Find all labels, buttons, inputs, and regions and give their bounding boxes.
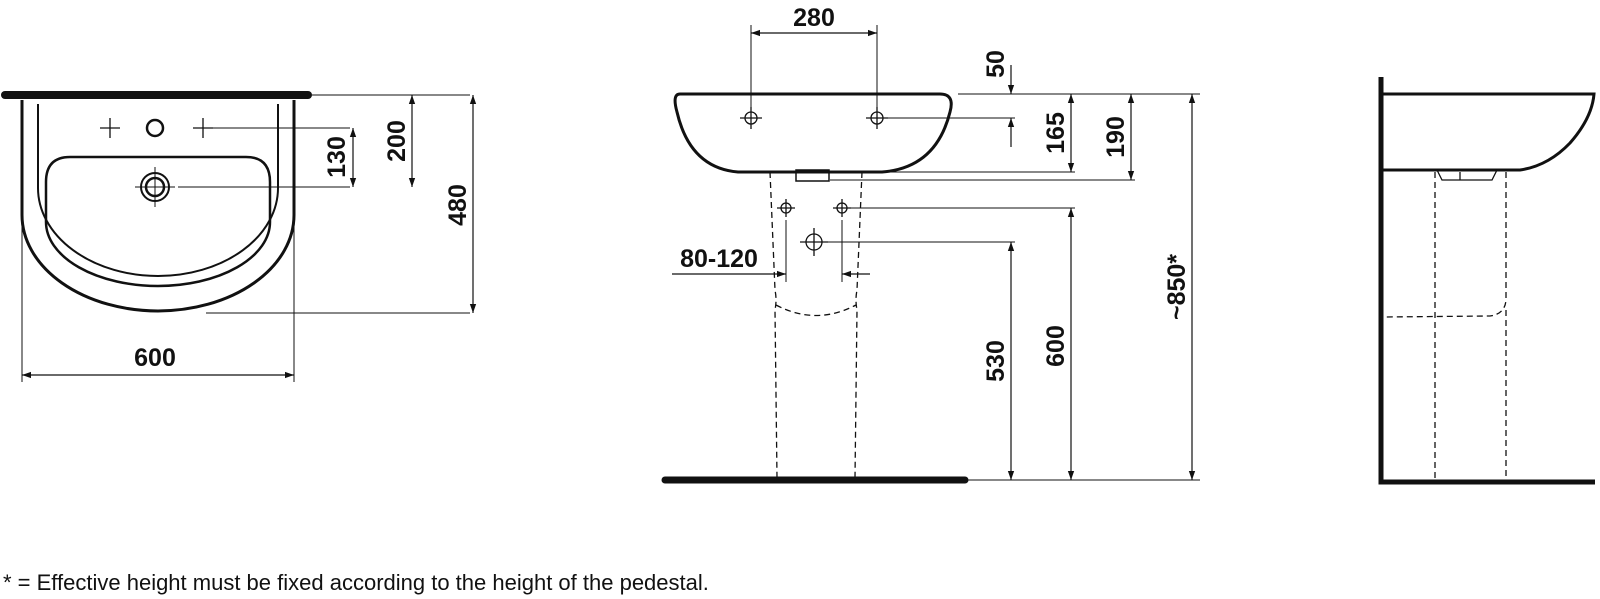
top-view: 600 480 200 130	[1, 91, 477, 382]
dim-tap-to-back: 200	[383, 120, 411, 162]
pedestal-side	[1382, 172, 1507, 478]
tap-hole	[145, 118, 165, 138]
waste-connection	[800, 228, 828, 256]
footnote: * = Effective height must be fixed accor…	[3, 570, 709, 595]
water-connection-right	[833, 199, 851, 217]
dim-165: 165	[1042, 112, 1070, 154]
tap-hole-marker-right	[193, 118, 213, 138]
pedestal	[769, 171, 863, 479]
bowl-outline	[44, 155, 272, 288]
dim-190: 190	[1102, 116, 1130, 158]
waste-outlet	[795, 169, 830, 182]
dim-tap-spacing: 280	[793, 4, 835, 32]
wall-and-floor	[1378, 77, 1595, 485]
dim-depth: 480	[444, 184, 472, 226]
waste-outlet-side	[1436, 169, 1498, 181]
dim-total-height: ~850*	[1163, 254, 1191, 320]
water-connection-left	[777, 199, 795, 217]
dim-600-height: 600	[1042, 325, 1070, 367]
tap-hole-marker-left	[100, 118, 120, 138]
technical-drawing: 600 480 200 130	[1, 4, 1596, 485]
basin-outline-side	[1383, 92, 1596, 172]
dim-tap-to-drain: 130	[323, 136, 351, 178]
basin-outline-front	[673, 92, 953, 174]
dim-rim: 50	[982, 50, 1010, 78]
basin-inner-rim	[37, 104, 279, 277]
side-view	[1378, 77, 1596, 485]
dim-pedestal-range: 80-120	[680, 245, 758, 273]
dim-width: 600	[134, 344, 176, 372]
front-view: 280 50 165 190 80-120 530 600 ~850*	[661, 4, 1200, 484]
basin-outline-top	[20, 100, 296, 313]
dim-530: 530	[982, 340, 1010, 382]
